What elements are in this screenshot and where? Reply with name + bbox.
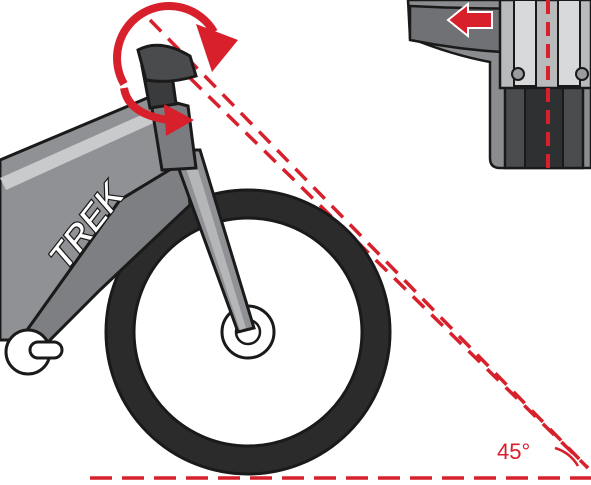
direction-arrow-icon [446, 1, 493, 39]
angle-label: 45° [497, 439, 531, 464]
stem-closeup-inset [406, 0, 591, 170]
rotate-arrow-icon [113, 2, 238, 136]
front-wheel [104, 188, 392, 476]
bike-frame: TREK [0, 43, 256, 376]
angle-guide-lines [90, 18, 591, 480]
